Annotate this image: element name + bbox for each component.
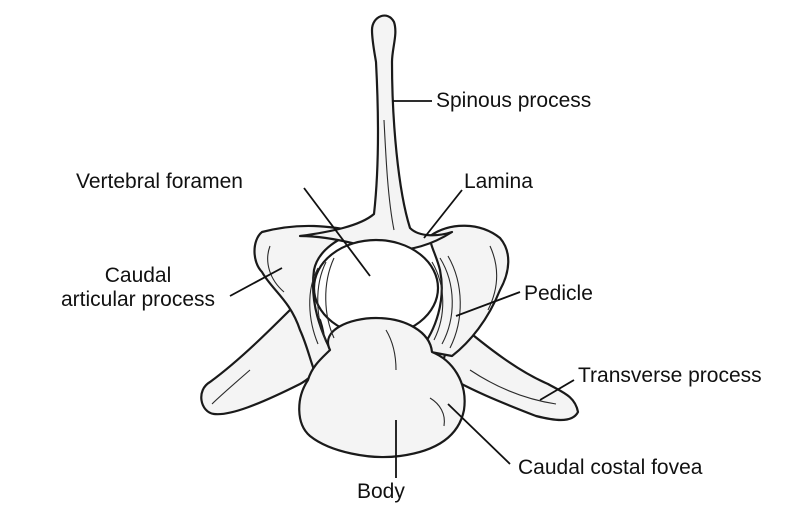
label-body: Body [357,480,405,504]
label-caudal-costal-fovea: Caudal costal fovea [518,456,702,480]
label-caudal-line1: Caudal [38,264,238,288]
label-spinous-process: Spinous process [436,89,591,113]
label-caudal-line2: articular process [38,288,238,312]
label-transverse-process: Transverse process [578,364,762,388]
leader-caudal-costal-fovea [448,404,510,464]
label-lamina: Lamina [464,170,533,194]
label-caudal-articular-process: Caudal articular process [38,264,238,312]
label-pedicle: Pedicle [524,282,593,306]
label-vertebral-foramen: Vertebral foramen [76,170,243,194]
spinous-process [300,16,452,250]
